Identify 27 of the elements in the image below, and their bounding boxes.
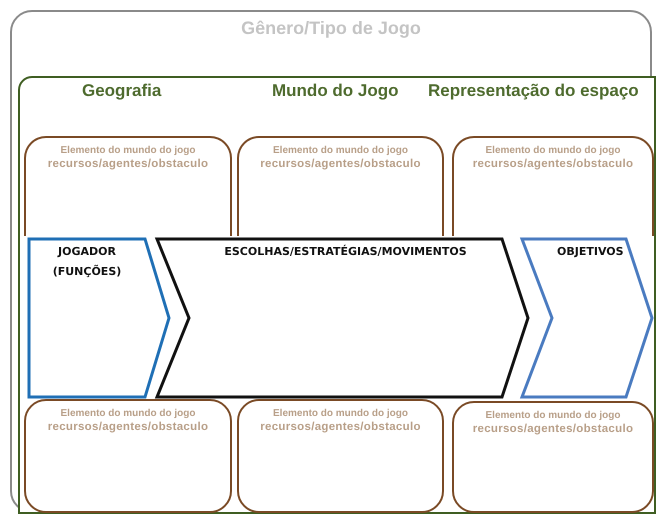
card-text: Elemento do mundo do jogo	[484, 144, 622, 157]
card-text: recursos/agentes/obstaculo	[472, 157, 634, 172]
element-card	[237, 399, 444, 513]
step-label: ESCOLHAS/ESTRATÉGIAS/MOVIMENTOS	[223, 244, 468, 260]
frame-title: Gênero/Tipo de Jogo	[240, 17, 422, 40]
element-card	[452, 136, 654, 236]
element-card	[452, 401, 654, 513]
chevron-step	[26, 236, 172, 400]
card-text: recursos/agentes/obstaculo	[259, 420, 422, 435]
card-text: recursos/agentes/obstaculo	[472, 422, 634, 437]
section-heading: Geografia	[82, 80, 162, 102]
section-heading: Representação do espaço	[428, 80, 639, 102]
element-card	[24, 399, 232, 513]
card-text: Elemento do mundo do jogo	[60, 407, 196, 420]
card-text: Elemento do mundo do jogo	[60, 144, 196, 157]
card-text: Elemento do mundo do jogo	[272, 144, 409, 157]
section-heading: Mundo do Jogo	[272, 80, 399, 102]
element-card	[24, 136, 232, 236]
card-text: recursos/agentes/obstaculo	[259, 157, 422, 172]
step-label: OBJETIVOS	[557, 244, 621, 260]
element-card	[237, 136, 444, 236]
card-text: Elemento do mundo do jogo	[484, 409, 622, 422]
card-text: recursos/agentes/obstaculo	[46, 157, 210, 172]
step-label: JOGADOR (FUNÇÕES)	[52, 244, 122, 280]
card-text: Elemento do mundo do jogo	[272, 407, 409, 420]
chevron-step	[519, 236, 655, 400]
card-text: recursos/agentes/obstaculo	[46, 420, 210, 435]
